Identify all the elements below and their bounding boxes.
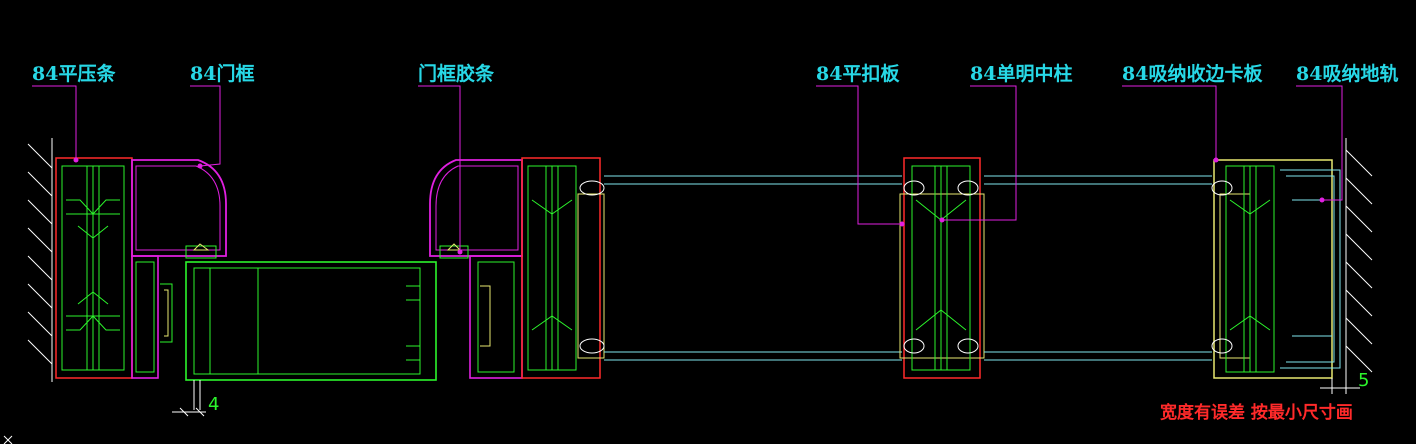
leader-endpoints [73, 157, 1325, 255]
right-wall-hatch [1345, 138, 1373, 392]
glass-panel-left [604, 175, 902, 361]
callout-absorb-floor-track: 84吸纳地轨 [1296, 62, 1398, 85]
dimension-right-gap-value: 5 [1358, 370, 1369, 391]
side-cover-plate-profile [521, 157, 605, 379]
center-mullion-profile [899, 157, 985, 379]
door-sash-profile [185, 261, 437, 410]
dimension-right-gap: 5 [1320, 370, 1369, 394]
left-wall-hatch [27, 138, 53, 382]
dimension-left-gap-value: 4 [208, 394, 219, 415]
left-flat-bead-profile [55, 157, 133, 379]
leader-lines [32, 85, 1343, 252]
callout-single-mullion: 84单明中柱 [970, 62, 1072, 85]
callout-flat-bead: 84平压条 [32, 62, 116, 85]
dimension-left-gap: 4 [172, 394, 219, 417]
ucs-corner-mark [3, 435, 13, 444]
left-door-frame-profile [131, 159, 227, 379]
right-edge-profile [1211, 159, 1341, 379]
callout-frame-gasket: 门框胶条 [418, 62, 495, 85]
glass-panel-right [984, 175, 1212, 361]
callout-absorb-edge-plate: 84吸纳收边卡板 [1122, 62, 1263, 85]
callout-flat-cover-plate: 84平扣板 [816, 62, 900, 85]
right-door-frame-profile [429, 159, 523, 379]
width-tolerance-note: 宽度有误差 按最小尺寸画 [1160, 402, 1353, 423]
callout-door-frame: 84门框 [190, 62, 254, 85]
